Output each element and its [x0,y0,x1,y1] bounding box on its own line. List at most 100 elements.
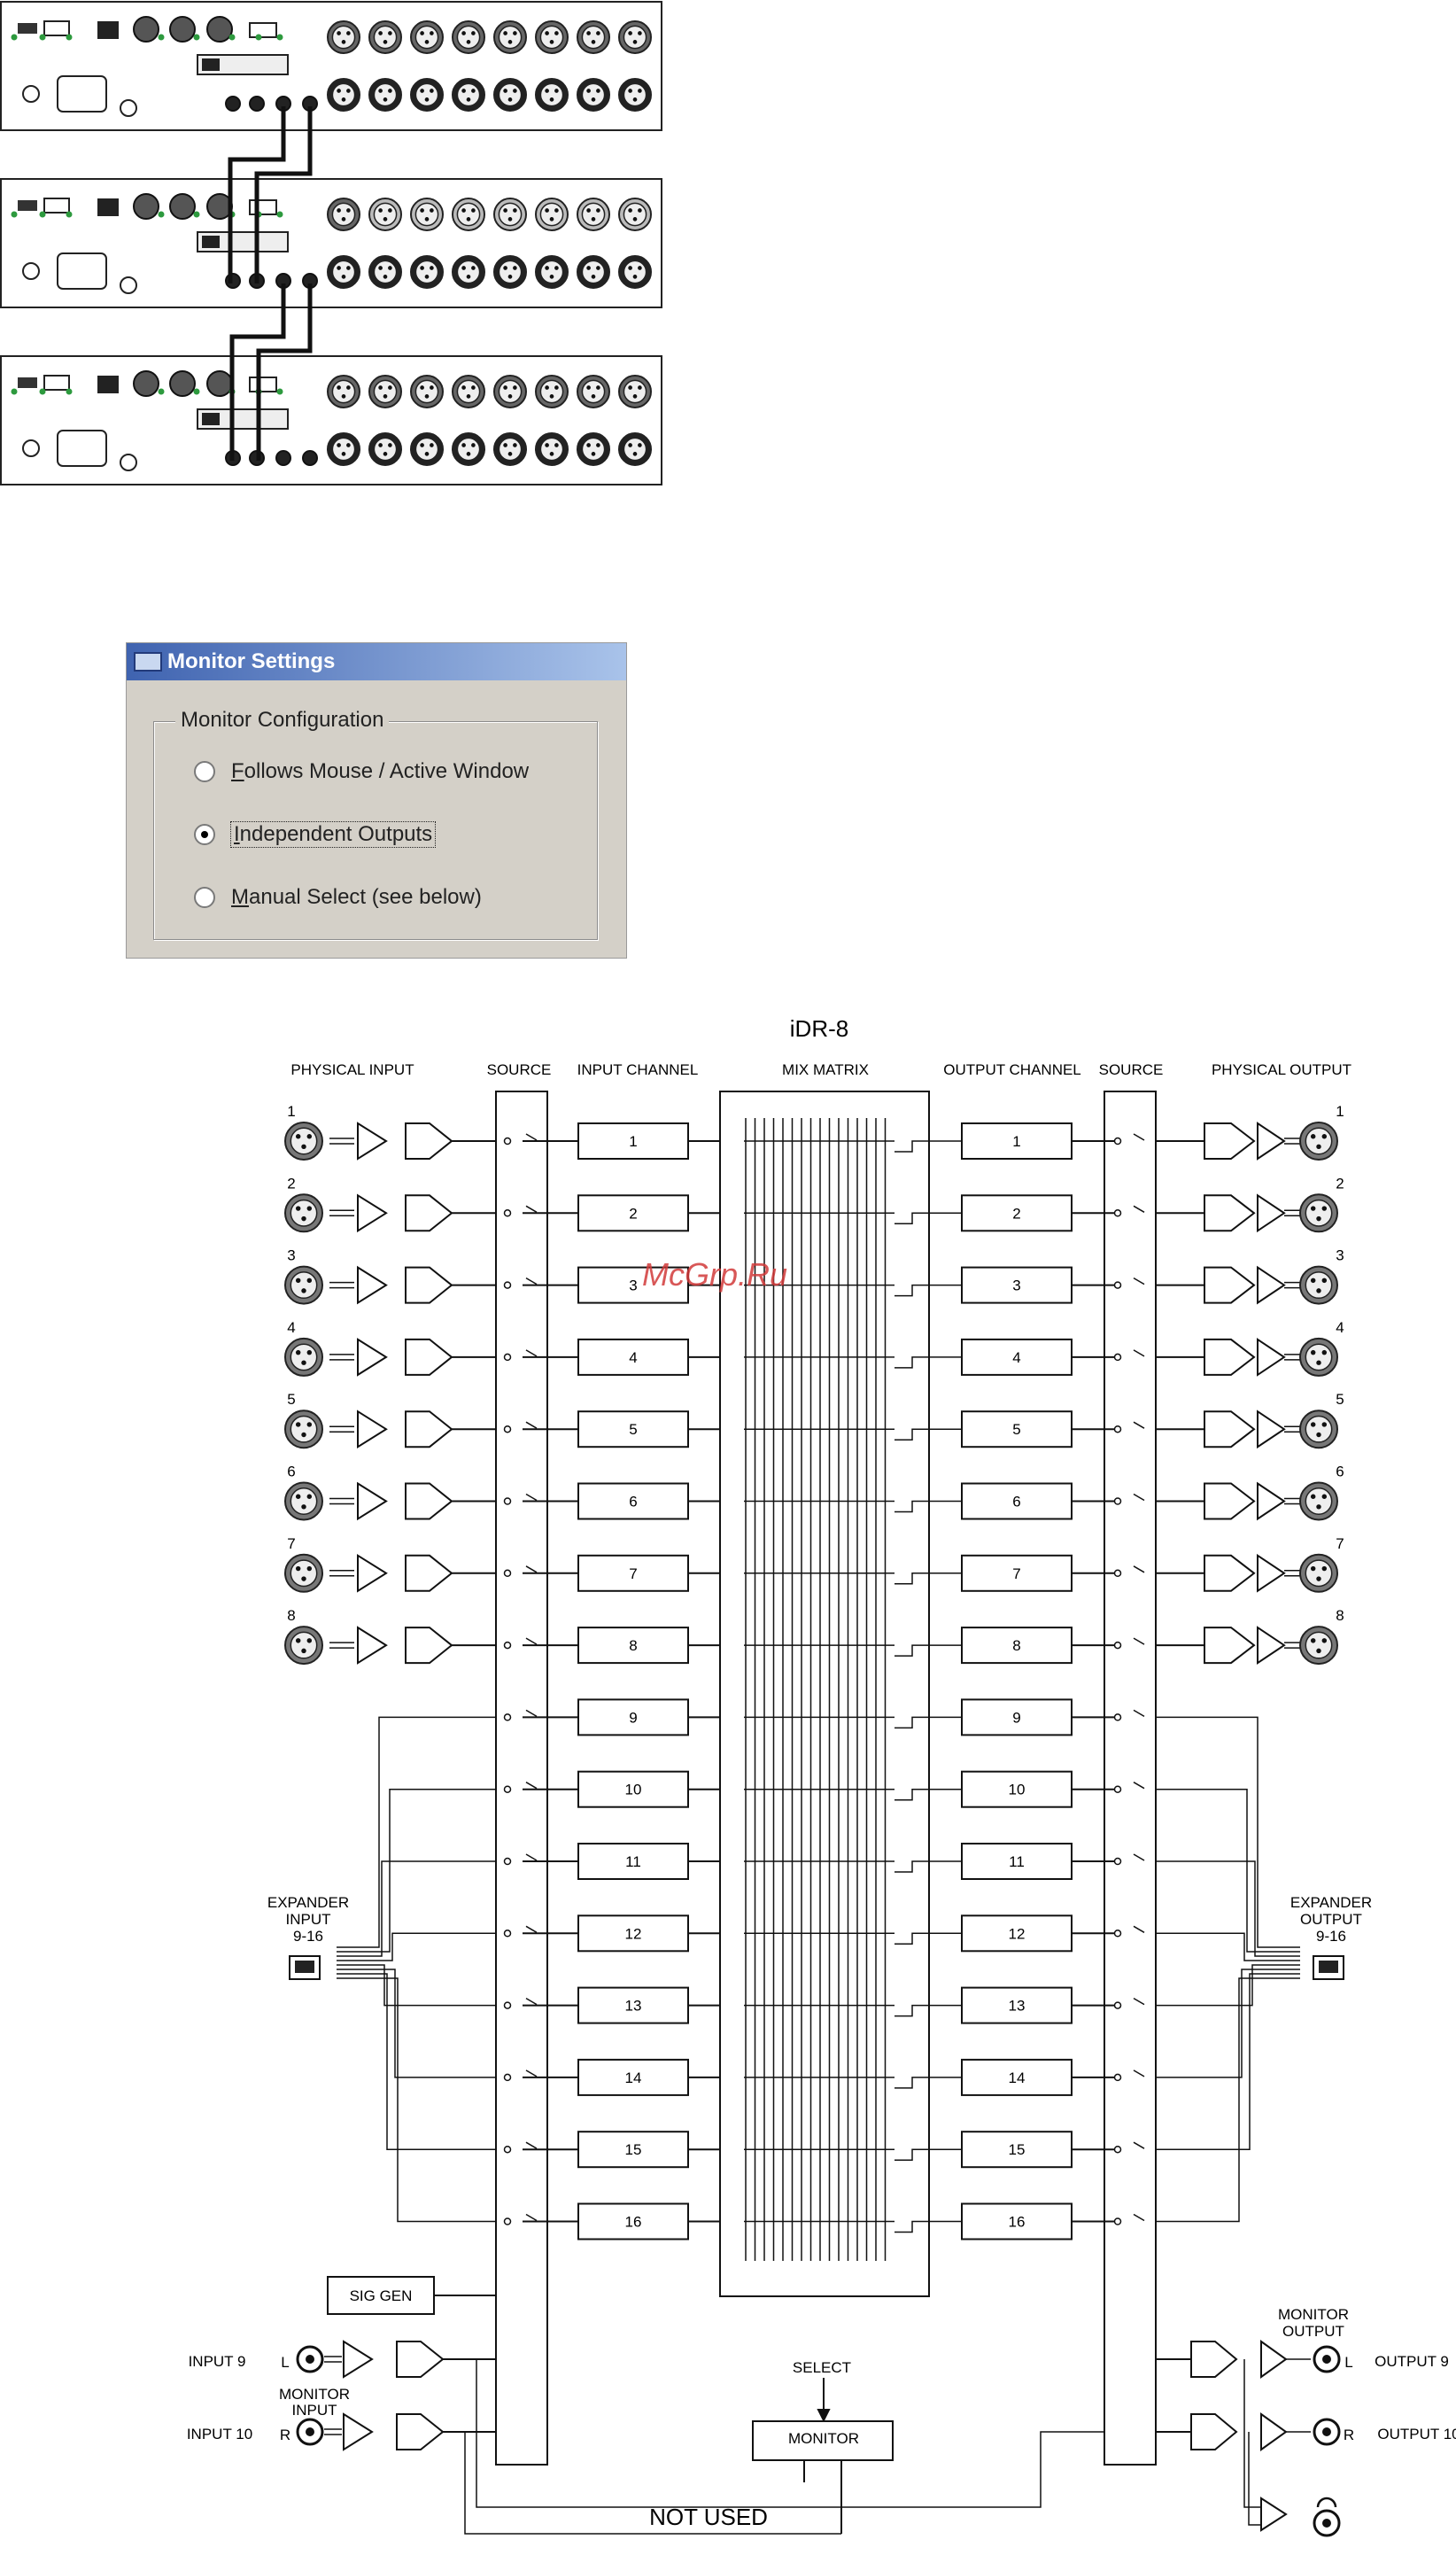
rack-xlr-input [327,198,360,231]
rack-xlr-input-pin [628,31,632,35]
rack-xlr-output [327,255,360,289]
rack-xlr-output-pin [388,443,392,447]
rack-xlr-input-face [331,202,356,227]
physical-output-xlr-pin [1321,1565,1328,1572]
rack-xlr-output-face [539,437,564,462]
input-l-label: L [281,2354,289,2371]
physical-input-number: 1 [287,1103,295,1120]
input-switch-lever [525,1421,538,1429]
idr8-block-diagram: iDR-8 PHYSICAL INPUT SOURCE INPUT CHANNE… [187,1015,1456,2537]
physical-output-xlr-pin [1321,1278,1328,1284]
rack-xlr-output-pin [632,275,638,279]
rack-xlr-output-pin [341,97,346,102]
rack-xlr-input-face [498,379,523,404]
rack-xlr-input [410,198,444,231]
rack-xlr-output-pin [420,443,424,447]
rack-xlr-output [410,78,444,112]
output-amp-triangle [1257,1553,1286,1593]
rack-xlr-input [493,20,527,54]
input-9-jack-center [306,2355,314,2364]
physical-output-xlr [1299,1193,1338,1233]
rack-xlr-output-pin [545,443,549,447]
physical-input-xlr-face [290,1415,318,1443]
header-source-in: SOURCE [487,1061,552,1078]
rack-xlr-input-face [539,379,564,404]
mix-matrix-box [719,1091,930,2297]
matrix-output-line [895,1356,962,1369]
matrix-output-line [895,1860,962,1873]
matrix-output-line [895,1140,962,1153]
matrix-output-line [895,2004,962,2017]
matrix-output-line [895,1428,962,1441]
input-switch-lever [525,2141,538,2149]
physical-input-xlr-pin [306,1565,313,1572]
rack-xlr-input-pin [638,385,642,390]
input-channel-label: 6 [629,1494,637,1510]
jack-icon [249,96,265,112]
output-channel-label: 15 [1009,2141,1026,2158]
radio-button-independent-outputs[interactable] [194,824,215,845]
matrix-output-line [895,2220,962,2233]
output-channel-label: 14 [1009,2070,1026,2086]
physical-input-xlr-pin [295,1206,301,1211]
rack-xlr-input-pin [586,208,591,213]
option-follows-mouse[interactable]: Follows Mouse / Active Window [194,759,529,784]
ethernet-port-icon [97,21,119,39]
output-10-jack-center [1322,2427,1331,2436]
rack-xlr-input-pin [591,394,596,399]
rack-xlr-output-face [498,260,523,284]
output-switch-node [1113,1137,1122,1145]
expander-output-line [1156,1969,1300,2078]
rack-xlr-input-pin [632,40,638,44]
physical-input-xlr-pin [306,1422,313,1427]
radio-button-manual-select[interactable] [194,887,215,908]
rack-xlr-input-face [373,25,398,50]
output-switch-lever [1133,1925,1145,1933]
rack-xlr-input-pin [549,40,554,44]
expander-input-label-2: INPUT [286,1911,331,1928]
led-dot [39,388,46,395]
rack-xlr-output-pin [378,443,383,447]
rack-xlr-input-pin [596,385,600,390]
input-converter-shape [405,1554,453,1592]
physical-output-number: 6 [1336,1464,1344,1480]
rack-xlr-output [618,255,652,289]
expander-input-line [337,1932,496,1961]
input-switch-lever [525,1349,538,1357]
power-switch-icon [22,262,40,280]
rack-xlr-output-pin [545,266,549,270]
rack-xlr-input [535,20,569,54]
radio-button-follows-mouse[interactable] [194,761,215,782]
monitor-configuration-group: Monitor Configuration Follows Mouse / Ac… [153,708,598,940]
physical-output-xlr-pin [1321,1638,1328,1643]
din-connector-icon [206,370,233,397]
input-channel-label: 4 [629,1349,637,1366]
rack-xlr-output-pin [507,452,513,456]
rack-xlr-input [577,20,610,54]
input-switch-node [503,1930,512,1938]
option-independent-outputs[interactable]: Independent Outputs [194,821,437,848]
output-converter-shape [1204,1410,1256,1448]
physical-output-number: 2 [1336,1175,1344,1192]
rack-xlr-input [452,198,485,231]
rack-xlr-output-pin [638,266,642,270]
input-switch-lever [525,1709,538,1718]
output-switch-node [1113,1497,1122,1505]
expander-output-label-1: EXPANDER [1290,1894,1372,1911]
output-10-amp-triangle [1260,2412,1288,2451]
matrix-output-line [895,1932,962,1945]
rack-xlr-input-pin [596,31,600,35]
expansion-port-icon [202,58,220,71]
matrix-output-line [895,2148,962,2161]
select-arrow-head [817,2409,831,2423]
rack-xlr-output-face [539,260,564,284]
input-switch-node [503,1641,512,1650]
option-manual-select[interactable]: Manual Select (see below) [194,885,482,910]
physical-input-xlr-face [290,1631,318,1659]
expander-input-line [337,1973,496,2150]
led-dot [11,211,18,218]
output-channel-label: 13 [1009,1998,1026,2015]
